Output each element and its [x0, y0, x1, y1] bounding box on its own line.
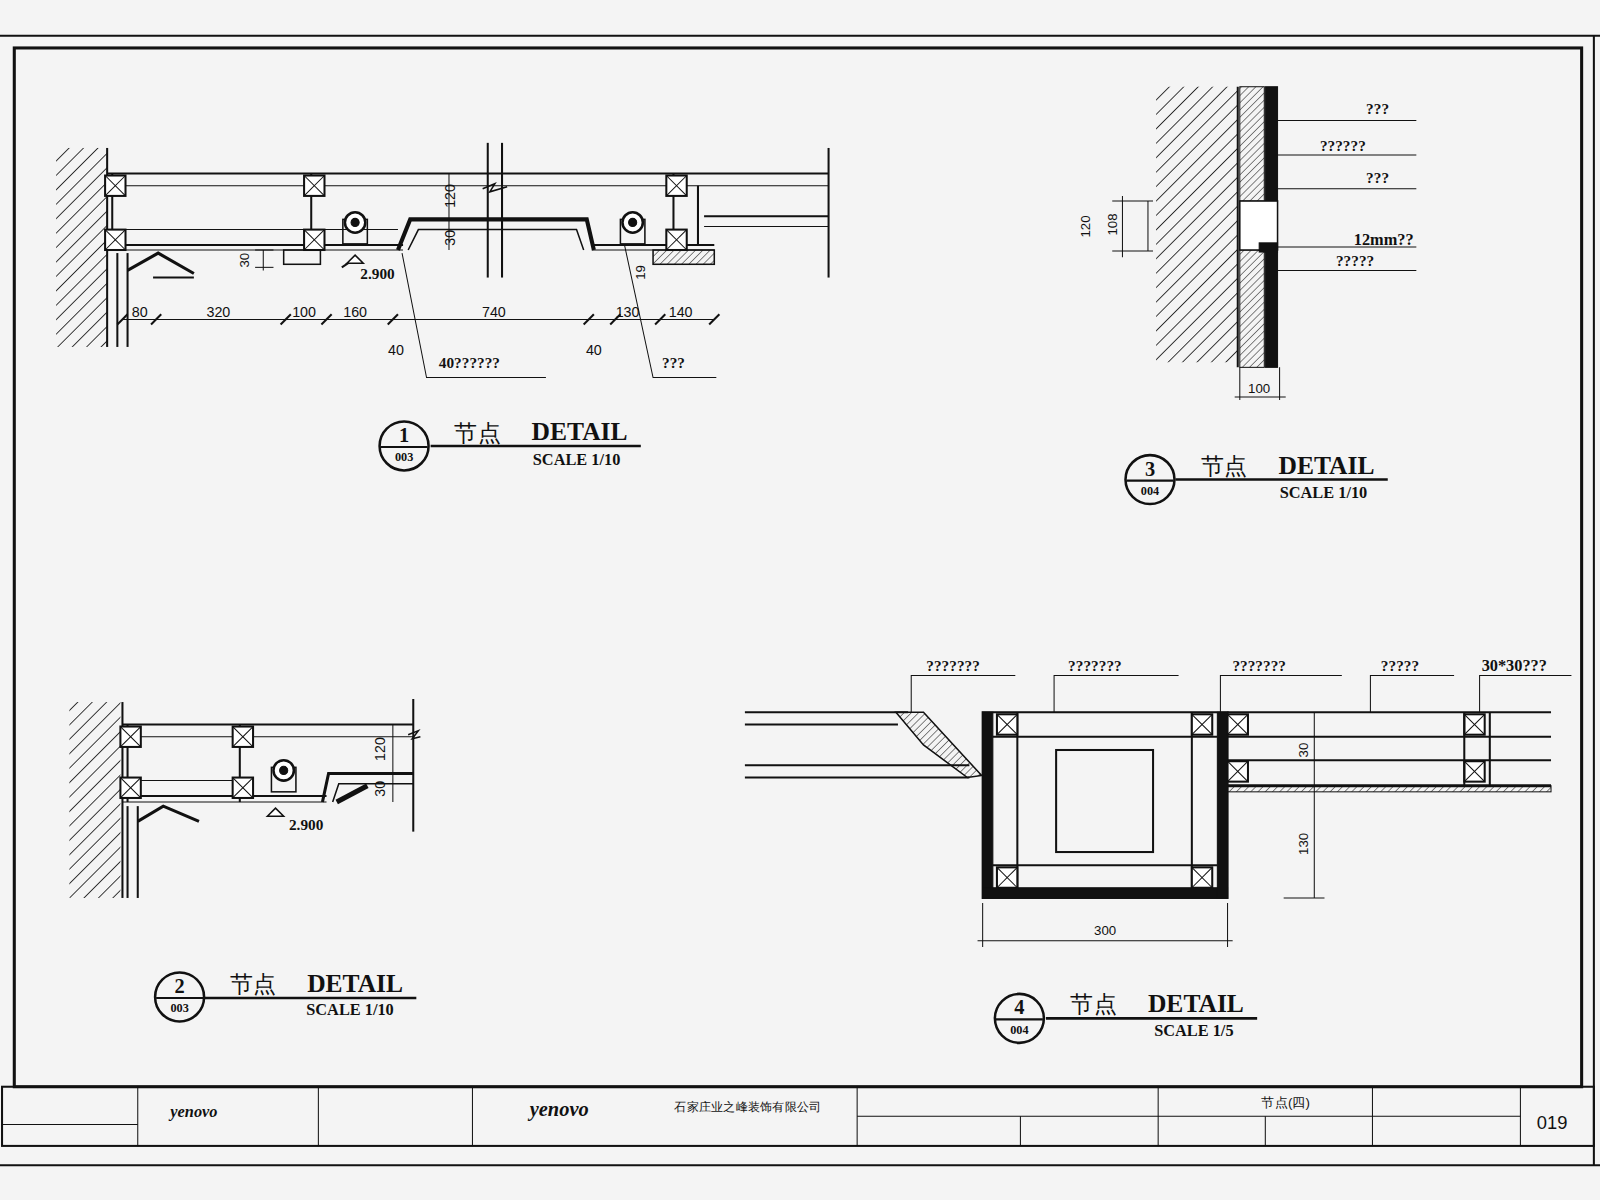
annotation-text: yenovo: [529, 1099, 590, 1119]
dimension-text: 320: [205, 305, 231, 319]
annotation-text: 12mm??: [1353, 232, 1415, 248]
detail-bubble: 4 004: [993, 992, 1046, 1045]
annotation-text: ???: [661, 356, 686, 371]
dimension-text: 130: [615, 305, 641, 319]
dimension-text: 019: [1536, 1113, 1569, 1131]
detail-title: 节点: [229, 973, 278, 996]
detail-title: SCALE 1/10: [1279, 485, 1369, 501]
dimension-text: 120: [372, 736, 386, 762]
dimension-text: 40: [387, 343, 405, 357]
detail-title: DETAIL: [1278, 453, 1376, 479]
dimension-text: 300: [1093, 924, 1117, 937]
sheet-number: 004: [1123, 485, 1176, 497]
dimension-text: 120: [443, 183, 457, 209]
detail-number: 2: [153, 976, 206, 996]
detail-title: 节点: [453, 422, 502, 445]
annotation-text: ???: [1365, 171, 1390, 186]
annotation-text: ???????: [1067, 659, 1123, 674]
detail-number: 4: [993, 997, 1046, 1017]
detail-title: 节点(四): [1260, 1095, 1311, 1108]
annotation-text: ?????: [1335, 254, 1375, 269]
dimension-text: 130: [1296, 832, 1309, 856]
annotation-text: ???: [1365, 102, 1390, 117]
detail-bubble: 2003: [153, 970, 206, 1023]
annotation-text: 石家庄业之峰装饰有限公司: [673, 1101, 822, 1113]
detail-title: 节点: [1200, 455, 1249, 478]
dimension-text: 19: [634, 264, 647, 281]
dimension-text: 740: [481, 305, 507, 319]
dimension-text: 120: [1079, 214, 1092, 238]
detail-title: SCALE 1/5: [1153, 1022, 1234, 1038]
dimension-text: 40: [585, 343, 603, 357]
dimension-text: 80: [131, 305, 149, 319]
detail-bubble: 1 003: [378, 419, 431, 472]
annotation-text: ?????: [1380, 659, 1420, 674]
dimension-text: 30: [1296, 742, 1309, 759]
detail-title: SCALE 1/10: [532, 452, 622, 468]
dimension-text: 100: [1247, 382, 1271, 395]
detail-title: 节点: [1069, 992, 1118, 1015]
dimension-text: 30: [238, 252, 251, 269]
detail-number: 3: [1123, 458, 1176, 478]
dimension-text: 2.900: [359, 267, 395, 282]
dimension-text: 30: [372, 780, 386, 798]
detail-number: 1: [378, 424, 431, 444]
detail-title: DETAIL: [531, 419, 629, 445]
annotation-text: 30*30???: [1481, 658, 1548, 674]
dimension-text: 100: [291, 305, 317, 319]
annotation-text: 40??????: [438, 356, 501, 371]
annotation-text: yenovo: [169, 1104, 218, 1120]
dimension-text: 108: [1106, 212, 1119, 236]
detail-bubble: 3 004: [1123, 453, 1176, 506]
detail-title: DETAIL: [1147, 990, 1245, 1016]
sheet-number: 003: [378, 451, 431, 463]
dimension-text: 30: [443, 229, 457, 247]
dimension-text: 2.900: [288, 818, 324, 833]
annotation-text: ??????: [1319, 138, 1367, 153]
annotation-text: ???????: [1231, 659, 1287, 674]
sheet-number: 004: [993, 1023, 1046, 1035]
sheet-number: 003: [153, 1002, 206, 1014]
detail-title: DETAIL: [306, 971, 404, 997]
detail-title: SCALE 1/10: [305, 1002, 395, 1018]
dimension-text: 140: [668, 305, 694, 319]
dimension-text: 160: [342, 305, 368, 319]
annotation-text: ???????: [925, 659, 981, 674]
